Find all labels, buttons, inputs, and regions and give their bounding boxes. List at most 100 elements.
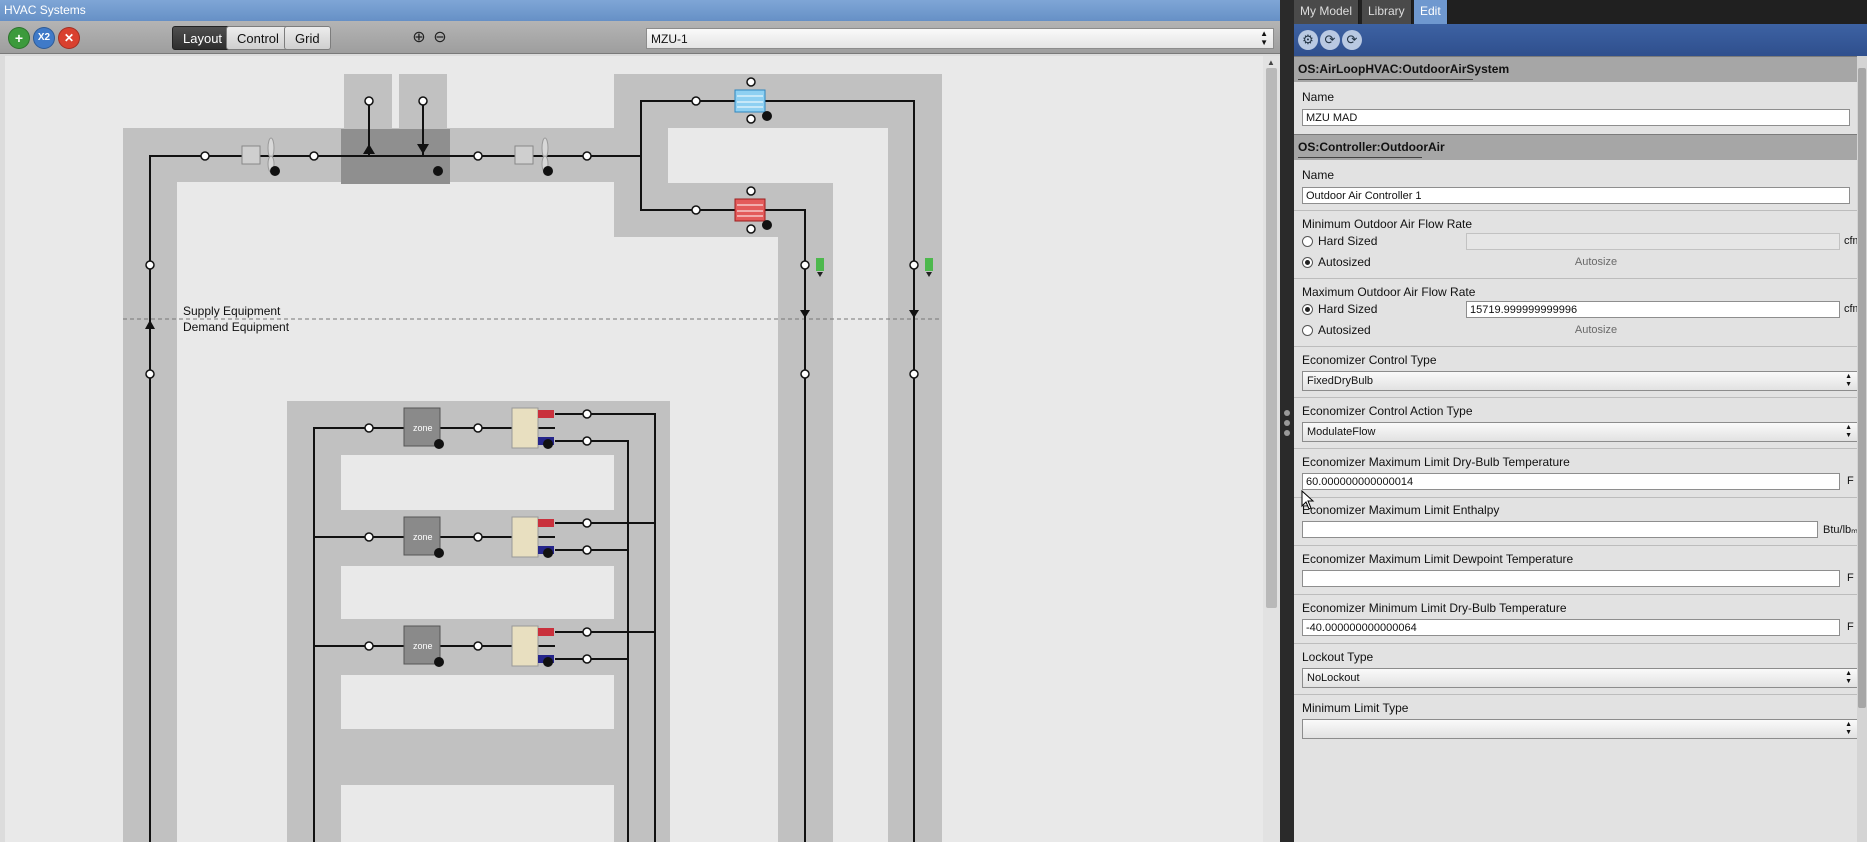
zone-label: zone (413, 641, 433, 651)
zone-icon[interactable] (403, 516, 441, 556)
divider (1294, 545, 1857, 546)
scroll-up-icon[interactable]: ▲ (1267, 58, 1275, 67)
window-title: HVAC Systems (0, 0, 1280, 21)
return-fan-icon[interactable] (514, 137, 549, 173)
cooling-coil-icon[interactable] (734, 89, 766, 113)
lockout-type-select[interactable]: NoLockout ▲▼ (1302, 668, 1857, 688)
refresh-icon[interactable]: ⟳ (1320, 30, 1340, 50)
section-header-controller: OS:Controller:OutdoorAir (1294, 134, 1857, 160)
min-oa-label: Minimum Outdoor Air Flow Rate (1302, 217, 1473, 231)
select-arrows-icon: ▲▼ (1845, 373, 1852, 388)
inspector-toolbar: ⚙ ⟳ ⟳ (1294, 24, 1867, 56)
econ-min-drybulb-input[interactable]: -40.000000000000064 (1302, 619, 1840, 636)
econ-max-drybulb-unit: F (1847, 475, 1854, 487)
pipe-backgrounds (123, 74, 942, 842)
oa-system-name-label: Name (1302, 90, 1335, 104)
max-oa-autosized-label: Autosized (1318, 323, 1371, 337)
divider (1294, 694, 1857, 695)
tab-grid[interactable]: Grid (284, 26, 331, 50)
lockout-type-label: Lockout Type (1302, 650, 1374, 664)
canvas-scroll-thumb[interactable] (1266, 68, 1277, 608)
loop-nodes[interactable] (145, 77, 919, 664)
econ-action-type-select[interactable]: ModulateFlow ▲▼ (1302, 422, 1857, 442)
max-oa-value-input[interactable]: 15719.999999999996 (1466, 301, 1840, 318)
divider (1294, 346, 1857, 347)
flow-arrows (145, 144, 919, 329)
divider (1294, 448, 1857, 449)
setpoint-manager-icon[interactable] (816, 258, 824, 277)
econ-min-drybulb-label: Economizer Minimum Limit Dry-Bulb Temper… (1302, 601, 1567, 615)
min-oa-hard-sized-label: Hard Sized (1318, 234, 1378, 248)
econ-max-enthalpy-input[interactable] (1302, 521, 1818, 538)
min-oa-autosized-label: Autosized (1318, 255, 1371, 269)
divider (1294, 210, 1857, 211)
econ-action-type-label: Economizer Control Action Type (1302, 404, 1473, 418)
min-oa-value-input[interactable] (1466, 233, 1840, 250)
splitter-handle-icon (1284, 430, 1290, 436)
add-system-button[interactable]: + (8, 27, 30, 49)
supply-equipment-label: Supply Equipment (183, 304, 281, 318)
zone-icon[interactable] (403, 407, 441, 447)
divider (1294, 278, 1857, 279)
loop-diagram-canvas[interactable]: Supply Equipment Demand Equipment zone z… (5, 56, 1263, 842)
divider (1294, 594, 1857, 595)
max-oa-hard-sized-radio[interactable] (1302, 304, 1313, 315)
min-oa-unit: cfm (1844, 235, 1857, 247)
hvac-toolbar: + X2 ✕ Layout Control Grid ⊕ ⊖ MZU-1 ▲▼ (0, 21, 1280, 54)
hvac-systems-window: HVAC Systems + X2 ✕ Layout Control Grid … (0, 0, 1280, 842)
heating-coil-icon[interactable] (734, 198, 766, 222)
zoom-out-icon[interactable]: ⊖ (433, 29, 447, 46)
min-limit-type-select[interactable]: ▲▼ (1302, 719, 1857, 739)
econ-control-type-select[interactable]: FixedDryBulb ▲▼ (1302, 371, 1857, 391)
max-oa-autosize-value: Autosize (1574, 324, 1618, 336)
econ-control-type-label: Economizer Control Type (1302, 353, 1437, 367)
econ-min-drybulb-unit: F (1847, 621, 1854, 633)
econ-max-dewpoint-input[interactable] (1302, 570, 1840, 587)
remove-component-icons[interactable] (270, 111, 772, 667)
min-oa-hard-sized-radio[interactable] (1302, 236, 1313, 247)
controller-name-input[interactable]: Outdoor Air Controller 1 (1302, 187, 1850, 204)
econ-max-drybulb-input[interactable]: 60.000000000000014 (1302, 473, 1840, 490)
mouse-cursor-icon (1301, 490, 1315, 510)
splitter-handle-icon (1284, 410, 1290, 416)
min-oa-autosize-value: Autosize (1574, 256, 1618, 268)
zoom-in-icon[interactable]: ⊕ (412, 29, 426, 46)
max-oa-autosized-radio[interactable] (1302, 325, 1313, 336)
delete-system-button[interactable]: ✕ (58, 27, 80, 49)
divider (1294, 397, 1857, 398)
tab-library[interactable]: Library (1362, 0, 1412, 24)
loop-diagram[interactable]: Supply Equipment Demand Equipment zone z… (5, 56, 1263, 842)
air-loop-select-value: MZU-1 (651, 32, 688, 46)
max-oa-unit: cfm (1844, 303, 1857, 315)
inspector-scroll-thumb[interactable] (1858, 68, 1866, 708)
econ-max-dewpoint-label: Economizer Maximum Limit Dewpoint Temper… (1302, 552, 1574, 566)
controller-name-label: Name (1302, 168, 1335, 182)
oa-system-name-input[interactable]: MZU MAD (1302, 109, 1850, 126)
section-title: OS:AirLoopHVAC:OutdoorAirSystem (1298, 62, 1510, 76)
econ-max-enthalpy-label: Economizer Maximum Limit Enthalpy (1302, 503, 1500, 517)
select-arrows-icon: ▲▼ (1260, 29, 1268, 47)
tab-control[interactable]: Control (226, 26, 290, 50)
gear-icon[interactable]: ⚙ (1298, 30, 1318, 50)
max-oa-label: Maximum Outdoor Air Flow Rate (1302, 285, 1476, 299)
econ-max-enthalpy-unit: Btu/lbₘ (1823, 524, 1857, 536)
zone-icon[interactable] (403, 625, 441, 665)
tab-my-model[interactable]: My Model (1294, 0, 1360, 24)
refresh-alt-icon[interactable]: ⟳ (1342, 30, 1362, 50)
air-loop-select[interactable]: MZU-1 ▲▼ (646, 28, 1274, 49)
tab-edit[interactable]: Edit (1414, 0, 1448, 24)
panel-splitter[interactable] (1280, 0, 1294, 842)
supply-fan-icon[interactable] (241, 137, 275, 173)
divider (1294, 497, 1857, 498)
copy-system-button[interactable]: X2 (33, 27, 55, 49)
canvas-scrollbar[interactable]: ▲ (1263, 56, 1280, 842)
lockout-type-value: NoLockout (1307, 672, 1360, 684)
setpoint-manager-icon[interactable] (925, 258, 933, 277)
section-title: OS:Controller:OutdoorAir (1298, 140, 1445, 154)
inspector-panel: My Model Library Edit ⚙ ⟳ ⟳ OS:AirLoopHV… (1294, 0, 1867, 842)
tab-layout[interactable]: Layout (172, 26, 234, 50)
inspector-tabs: My Model Library Edit (1294, 0, 1867, 24)
inspector-scrollbar[interactable] (1857, 56, 1867, 842)
inspector-content: OS:AirLoopHVAC:OutdoorAirSystem Name MZU… (1294, 56, 1857, 842)
min-oa-autosized-radio[interactable] (1302, 257, 1313, 268)
